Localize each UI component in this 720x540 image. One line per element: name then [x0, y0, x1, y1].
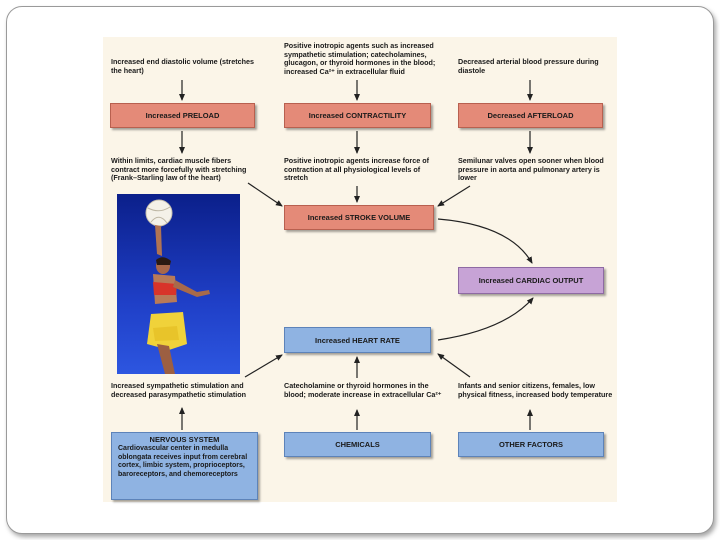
contractility-effect-text: Positive inotropic agents increase force…: [284, 156, 429, 183]
chemicals-box: CHEMICALS: [284, 432, 431, 457]
volleyball-icon: [145, 199, 173, 227]
arrow-other-effect-to-hr: [437, 353, 471, 378]
contractility-cause-text: Positive inotropic agents such as increa…: [284, 41, 436, 76]
arrow-nervous-effect-to-hr: [244, 354, 283, 378]
cardiac-output-box: Increased CARDIAC OUTPUT: [458, 267, 604, 294]
contractility-box: Increased CONTRACTILITY: [284, 103, 431, 128]
nervous-system-box: NERVOUS SYSTEM Cardiovascular center in …: [111, 432, 258, 500]
stroke-volume-box: Increased STROKE VOLUME: [284, 205, 434, 230]
arrow-afterload-to-sv: [437, 185, 471, 207]
afterload-cause-text: Decreased arterial blood pressure during…: [458, 57, 599, 75]
preload-cause-text: Increased end diastolic volume (stretche…: [111, 57, 255, 75]
nervous-system-body: Cardiovascular center in medulla oblonga…: [118, 445, 248, 478]
arrow-hr-to-co: [437, 297, 534, 341]
preload-box: Increased PRELOAD: [110, 103, 255, 128]
afterload-box: Decreased AFTERLOAD: [458, 103, 603, 128]
chemicals-effect-text: Catecholamine or thyroid hormones in the…: [284, 381, 442, 399]
nervous-effect-text: Increased sympathetic stimulation and de…: [111, 381, 247, 399]
arrow-sv-to-co: [437, 218, 533, 264]
other-factors-box: OTHER FACTORS: [458, 432, 604, 457]
nervous-system-title: NERVOUS SYSTEM: [149, 435, 220, 444]
preload-effect-text: Within limits, cardiac muscle fibers con…: [111, 156, 247, 183]
other-factors-effect-text: Infants and senior citizens, females, lo…: [458, 381, 613, 399]
volleyball-player-photo: [117, 194, 240, 374]
heart-rate-box: Increased HEART RATE: [284, 327, 431, 353]
afterload-effect-text: Semilunar valves open sooner when blood …: [458, 156, 604, 183]
arrow-preload-to-sv: [247, 182, 283, 207]
